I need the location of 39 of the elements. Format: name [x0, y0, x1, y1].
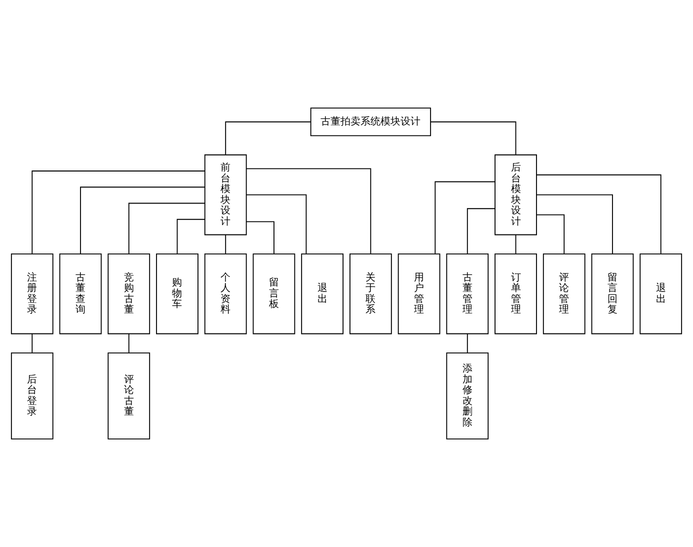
node-box: 后台登录 [10, 352, 54, 440]
connector [128, 333, 130, 354]
connector [128, 202, 206, 254]
node-box: 后台模块设计 [494, 154, 537, 236]
connector [80, 186, 206, 254]
node-box: 添加修改删除 [446, 352, 489, 440]
node-box: 评论古董 [108, 352, 150, 440]
node-box: 退出 [301, 253, 344, 334]
node-box: 留言板 [252, 253, 296, 334]
connector [32, 333, 33, 354]
connector [176, 218, 206, 254]
node-box: 古董查询 [59, 253, 102, 334]
node-box: 古董管理 [446, 253, 489, 334]
node-box: 评论管理 [542, 253, 586, 334]
node-box: 古董拍卖系统模块设计 [310, 108, 432, 136]
connector [466, 333, 468, 354]
connector [246, 168, 372, 254]
connector [246, 221, 274, 254]
node-box: 竞购古董 [108, 253, 150, 334]
connector [225, 234, 226, 254]
node-box: 关于联系 [350, 253, 392, 334]
node-box: 退出 [640, 253, 682, 334]
connector [536, 214, 565, 254]
connector [536, 174, 662, 254]
node-box: 前台模块设计 [204, 154, 247, 236]
node-box: 购物车 [156, 253, 198, 334]
node-box: 个人资料 [204, 253, 247, 334]
node-box: 订单管理 [494, 253, 537, 334]
connector [466, 208, 496, 254]
connector [515, 234, 516, 254]
connector [225, 121, 312, 156]
node-box: 用户管理 [398, 253, 440, 334]
node-box: 注册登录 [10, 253, 54, 334]
connector [32, 170, 205, 254]
connector [246, 194, 307, 254]
node-box: 留言回复 [591, 253, 634, 334]
connector [430, 121, 516, 156]
connector [434, 181, 496, 254]
connector [536, 194, 613, 254]
